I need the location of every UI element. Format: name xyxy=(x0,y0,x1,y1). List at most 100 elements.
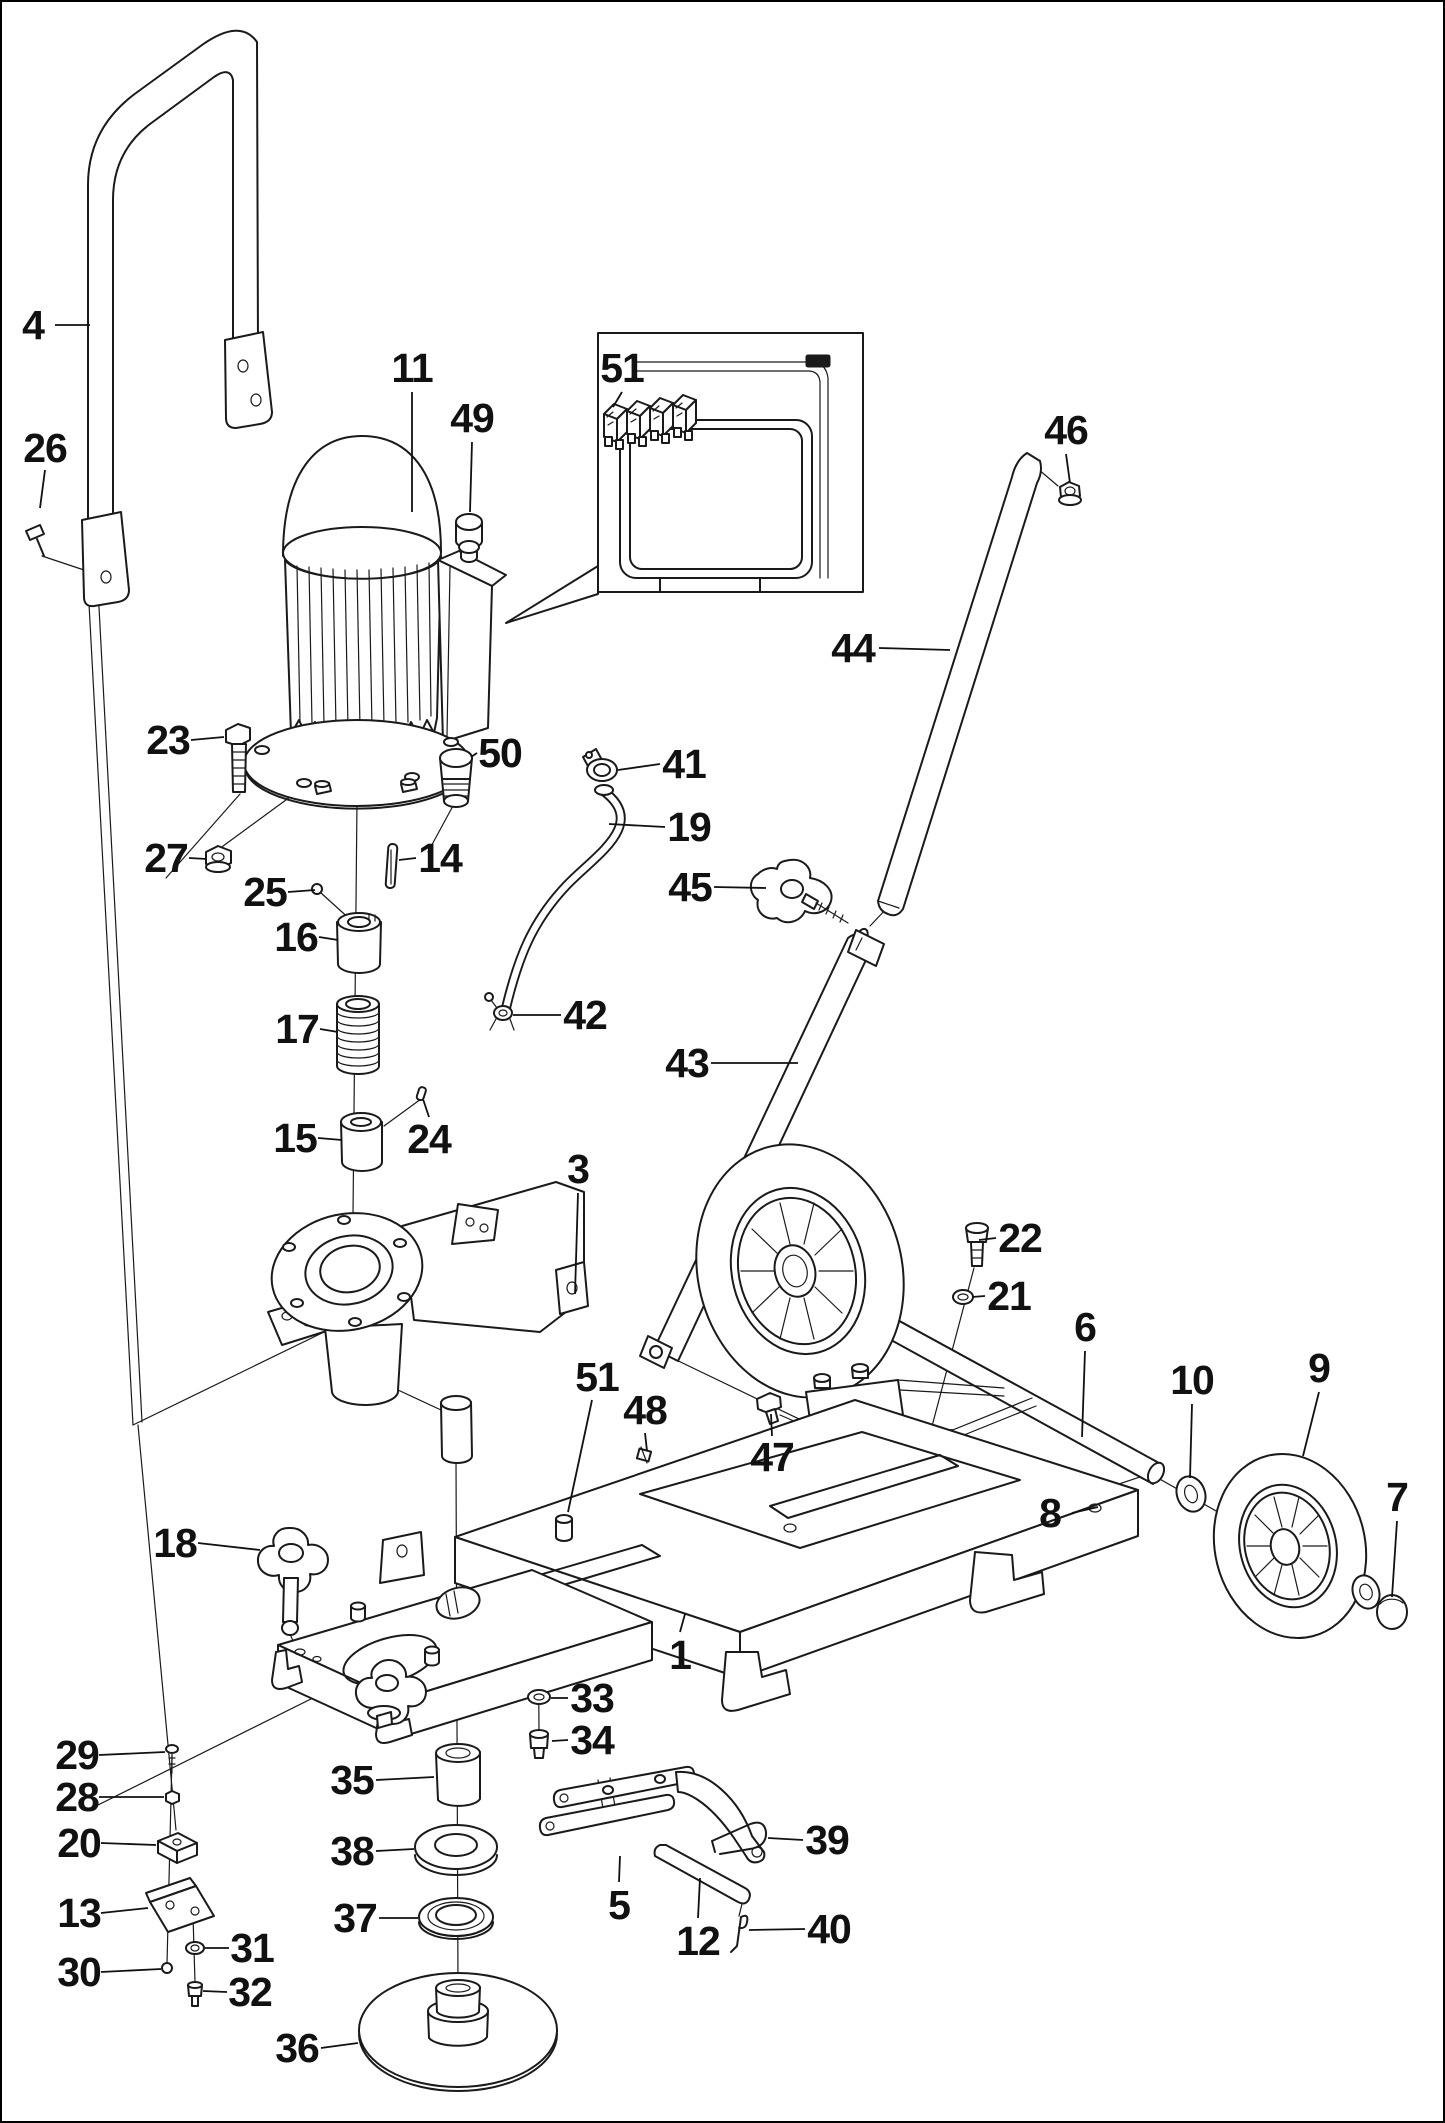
callout-leader-27 xyxy=(188,857,208,860)
callout-leader-51 xyxy=(612,391,623,408)
callout-leader-38 xyxy=(375,1848,415,1852)
callout-label-36-46: 36 xyxy=(275,2025,319,2071)
callout-label-19-9: 19 xyxy=(667,804,711,850)
callout-label-51-29: 51 xyxy=(575,1354,619,1400)
callout-label-15-19: 15 xyxy=(273,1115,317,1161)
callout-leader-46 xyxy=(1065,453,1071,484)
callout-label-44-14: 44 xyxy=(831,625,876,671)
callout-leader-12 xyxy=(697,1877,701,1919)
callout-leader-36 xyxy=(320,2042,359,2049)
callout-label-48-30: 48 xyxy=(623,1387,667,1433)
callout-label-21-23: 21 xyxy=(987,1273,1031,1319)
callout-leader-8 xyxy=(1071,1506,1099,1514)
callout-label-37-45: 37 xyxy=(333,1895,377,1941)
callout-label-12-48: 12 xyxy=(676,1918,720,1964)
callout-leader-10 xyxy=(1189,1403,1193,1479)
callout-leader-29 xyxy=(98,1751,166,1756)
callout-leader-15 xyxy=(317,1137,343,1141)
bolt-22-washer-21 xyxy=(952,1222,989,1305)
grinding-disc xyxy=(358,1972,558,2092)
callout-leader-16 xyxy=(318,936,339,941)
callout-label-29-36: 29 xyxy=(55,1732,99,1778)
callout-leader-45 xyxy=(713,886,767,889)
callout-label-1-33: 1 xyxy=(669,1632,691,1678)
callout-leader-47 xyxy=(770,1413,773,1437)
callout-label-30-40: 30 xyxy=(57,1949,101,1995)
callout-leader-32 xyxy=(202,1990,228,1993)
callout-leader-20 xyxy=(100,1842,157,1846)
motor-plate-drawing xyxy=(256,1527,653,1744)
callout-label-28-37: 28 xyxy=(55,1774,99,1820)
callout-leader-50 xyxy=(470,752,478,758)
callout-label-39-49: 39 xyxy=(805,1817,849,1863)
callout-label-47-31: 47 xyxy=(750,1434,794,1480)
callout-label-51-4: 51 xyxy=(600,345,644,391)
callout-leader-23 xyxy=(190,736,225,741)
callout-leader-51 xyxy=(567,1399,593,1513)
callout-label-13-39: 13 xyxy=(57,1890,101,1936)
callout-label-10-25: 10 xyxy=(1170,1357,1214,1403)
callout-leader-41 xyxy=(617,763,661,771)
callout-label-18-32: 18 xyxy=(153,1520,197,1566)
bolt-23 xyxy=(225,723,251,793)
callout-label-8-28: 8 xyxy=(1039,1490,1061,1536)
callout-leader-7 xyxy=(1391,1520,1398,1598)
callout-leader-49 xyxy=(469,441,473,513)
callout-label-35-43: 35 xyxy=(330,1757,374,1803)
callout-label-33-34: 33 xyxy=(570,1675,614,1721)
callout-leader-14 xyxy=(398,857,417,861)
callout-leader-24 xyxy=(422,1098,430,1118)
callout-label-6-24: 6 xyxy=(1074,1304,1096,1350)
callout-label-4-0: 4 xyxy=(22,302,45,348)
nut-27 xyxy=(205,845,232,873)
callout-leader-5 xyxy=(618,1855,621,1883)
callout-label-31-41: 31 xyxy=(230,1925,274,1971)
terminal-block xyxy=(603,394,697,450)
callout-leader-35 xyxy=(375,1776,435,1781)
callout-leader-6 xyxy=(1081,1350,1086,1438)
callout-label-24-20: 24 xyxy=(407,1116,452,1162)
spindle-stack xyxy=(414,1743,498,1940)
coupling-parts xyxy=(311,843,427,1172)
callout-leader-26 xyxy=(39,469,46,509)
washer-33-screw-34 xyxy=(527,1689,551,1759)
callout-leader-30 xyxy=(100,1968,162,1973)
wheel-left xyxy=(695,1143,905,1399)
clamp-knob-45 xyxy=(749,858,849,924)
lift-mechanism xyxy=(538,1765,768,1953)
callout-label-40-50: 40 xyxy=(807,1906,851,1952)
callout-label-23-6: 23 xyxy=(146,717,190,763)
cable-gland-50 xyxy=(439,748,473,808)
callout-label-43-18: 43 xyxy=(665,1040,709,1086)
callout-label-11-2: 11 xyxy=(391,345,433,391)
motor-drawing xyxy=(243,435,507,810)
inset-pointer-arrow xyxy=(505,565,599,624)
callout-leader-13 xyxy=(100,1907,149,1914)
callout-label-14-11: 14 xyxy=(418,835,463,881)
callout-leader-48 xyxy=(644,1432,648,1452)
callout-label-9-26: 9 xyxy=(1308,1345,1330,1391)
callout-label-32-42: 32 xyxy=(228,1969,272,2015)
wheel-right-group xyxy=(1095,1452,1408,1640)
callout-leader-34 xyxy=(551,1739,569,1742)
callout-leader-17 xyxy=(319,1028,339,1033)
callout-leader-3 xyxy=(574,1192,579,1295)
callout-label-26-1: 26 xyxy=(23,425,67,471)
callout-label-50-7: 50 xyxy=(478,730,522,776)
callout-leader-44 xyxy=(878,647,951,651)
callout-label-17-16: 17 xyxy=(275,1006,319,1052)
gearbox-drawing xyxy=(267,1181,589,1464)
callout-label-16-13: 16 xyxy=(274,914,318,960)
callout-label-22-22: 22 xyxy=(998,1215,1042,1261)
callout-label-34-35: 34 xyxy=(570,1717,615,1763)
callout-leader-19 xyxy=(608,823,666,828)
small-hardware-left xyxy=(145,1744,215,2007)
handle-bar-drawing xyxy=(25,29,273,608)
callout-label-41-8: 41 xyxy=(662,741,706,787)
hose-drawing xyxy=(484,748,626,1031)
callout-leader-25 xyxy=(287,889,316,893)
